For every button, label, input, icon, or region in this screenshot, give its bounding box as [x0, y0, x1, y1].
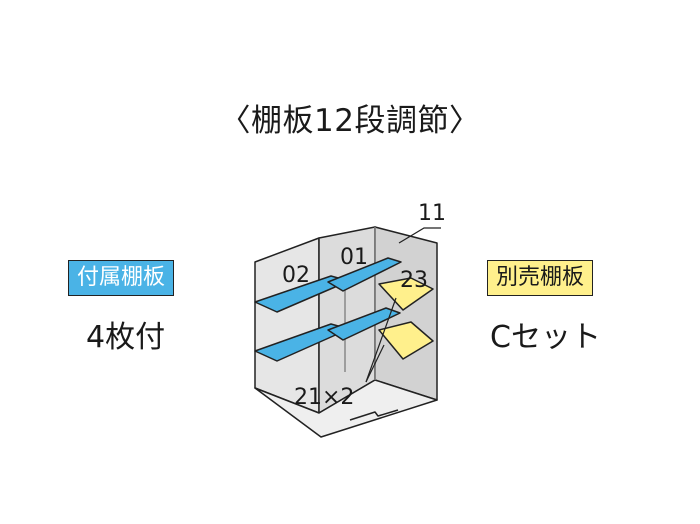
optional-shelf-set: Cセット — [490, 320, 601, 355]
optional-shelf-badge: 別売棚板 — [487, 260, 594, 296]
shelf-01 — [327, 257, 402, 292]
included-shelf-count: 4枚付 — [86, 320, 166, 355]
door-rail — [349, 409, 399, 421]
label-23: 23 — [400, 268, 428, 293]
leader-11 — [398, 227, 441, 244]
label-11: 11 — [418, 201, 446, 226]
label-21x2: 21×2 — [294, 385, 354, 410]
leader-21-a — [365, 297, 397, 383]
shelf-lower-center — [327, 307, 401, 341]
shelf-yellow-lower — [378, 321, 434, 360]
label-01: 01 — [340, 245, 368, 270]
page-title: 〈棚板12段調節〉 — [219, 103, 481, 139]
included-shelf-badge: 付属棚板 — [68, 260, 175, 296]
label-02: 02 — [282, 263, 310, 288]
cabinet-floor — [254, 379, 438, 438]
leader-21-b — [365, 344, 385, 383]
